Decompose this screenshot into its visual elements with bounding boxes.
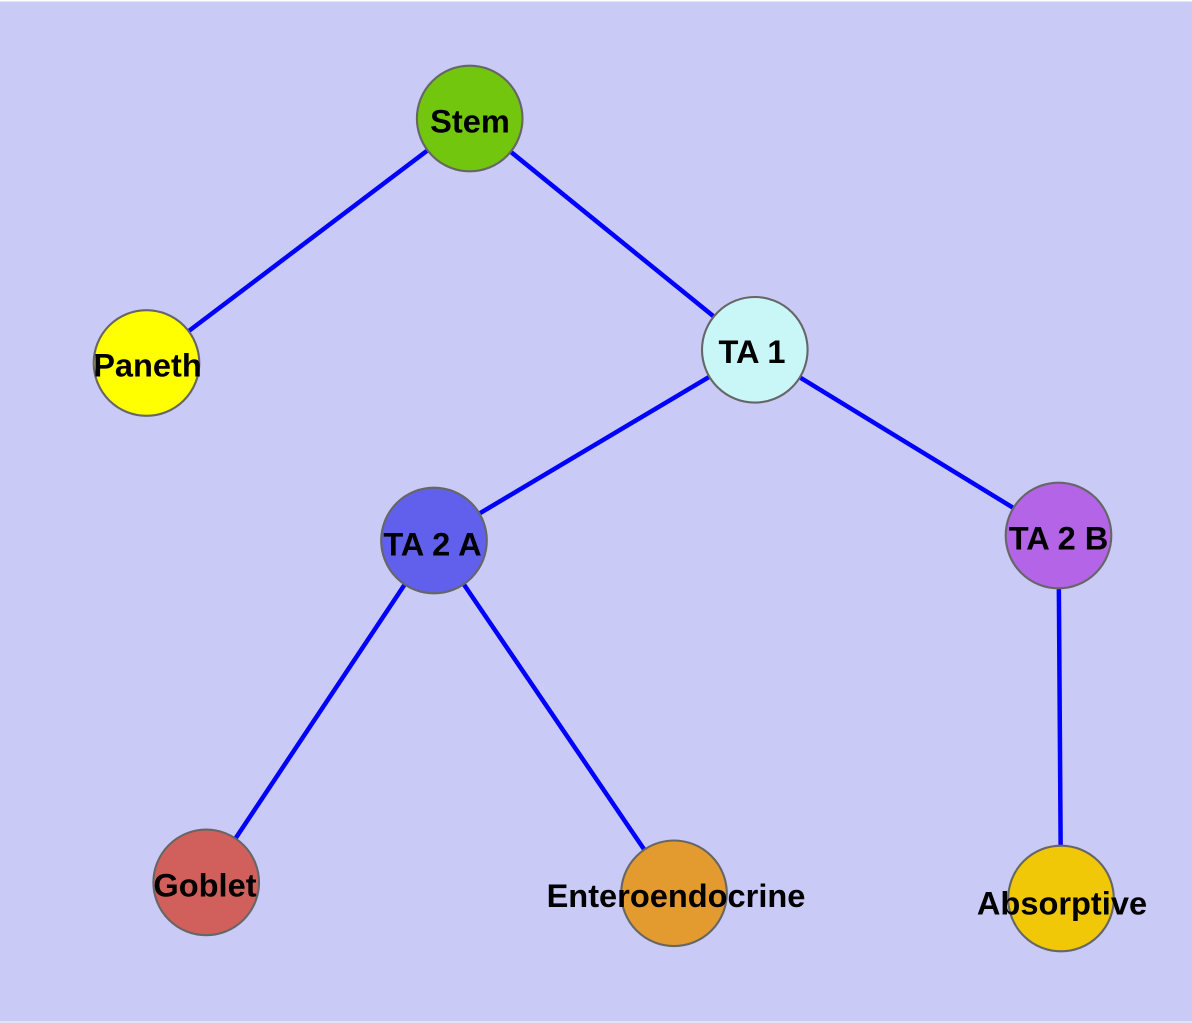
- svg-text:Goblet: Goblet: [153, 867, 256, 904]
- svg-text:TA 2 B: TA 2 B: [1009, 520, 1109, 557]
- svg-text:TA 1: TA 1: [719, 333, 786, 370]
- svg-text:Absorptive: Absorptive: [977, 885, 1147, 922]
- svg-text:TA 2 A: TA 2 A: [383, 526, 481, 563]
- svg-text:Stem: Stem: [430, 103, 510, 140]
- svg-text:Enteroendocrine: Enteroendocrine: [547, 877, 806, 914]
- svg-text:Paneth: Paneth: [93, 347, 202, 384]
